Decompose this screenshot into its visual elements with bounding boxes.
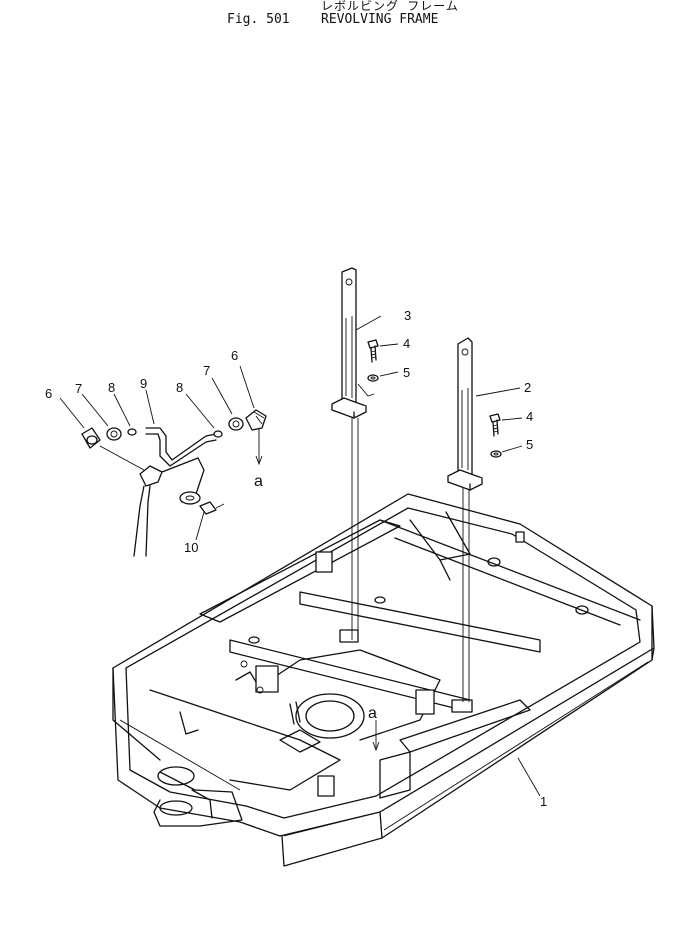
revolving-frame — [112, 493, 655, 867]
callout-10: 10 — [184, 540, 198, 555]
callout-a-upper: a — [254, 473, 263, 490]
ring-8-right — [213, 430, 223, 438]
bolt-4-lower — [489, 413, 501, 437]
callout-4-upper: 4 — [403, 336, 410, 351]
nut-7-left — [106, 427, 122, 441]
support-bracket-3 — [331, 267, 367, 419]
callout-7-right: 7 — [203, 363, 210, 378]
grease-line-10 — [99, 445, 225, 557]
callout-4-lower: 4 — [526, 409, 533, 424]
washer-5-lower — [490, 450, 502, 458]
leader-lines — [59, 315, 541, 797]
callout-6-left: 6 — [45, 386, 52, 401]
callout-6-right: 6 — [231, 348, 238, 363]
elbow-fitting-6-left — [81, 427, 101, 449]
nut-7-right — [228, 417, 244, 431]
figure-number: Fig. 501 — [227, 12, 290, 27]
callout-7-left: 7 — [75, 381, 82, 396]
elbow-fitting-6-right — [245, 409, 267, 431]
washer-5-upper — [357, 374, 379, 397]
callout-numbers: 1 2 3 4 4 5 5 6 6 7 7 8 8 9 10 a a — [45, 308, 547, 809]
callout-8-left: 8 — [108, 380, 115, 395]
figure-title: REVOLVING FRAME — [321, 12, 439, 27]
drawing-title-japanese: レボルビング フレーム — [321, 0, 459, 13]
support-bracket-2 — [447, 337, 483, 491]
callout-5-upper: 5 — [403, 365, 410, 380]
callout-9: 9 — [140, 376, 147, 391]
callout-2: 2 — [524, 380, 531, 395]
hose-pipe-9 — [145, 427, 217, 467]
callout-8-right: 8 — [176, 380, 183, 395]
callout-3: 3 — [404, 308, 411, 323]
callout-1: 1 — [540, 794, 547, 809]
callout-5-lower: 5 — [526, 437, 533, 452]
bolt-4-upper — [367, 339, 379, 363]
callout-a-lower: a — [368, 705, 377, 722]
ring-8-left — [127, 428, 137, 436]
assembly-guide-lines — [255, 418, 470, 752]
